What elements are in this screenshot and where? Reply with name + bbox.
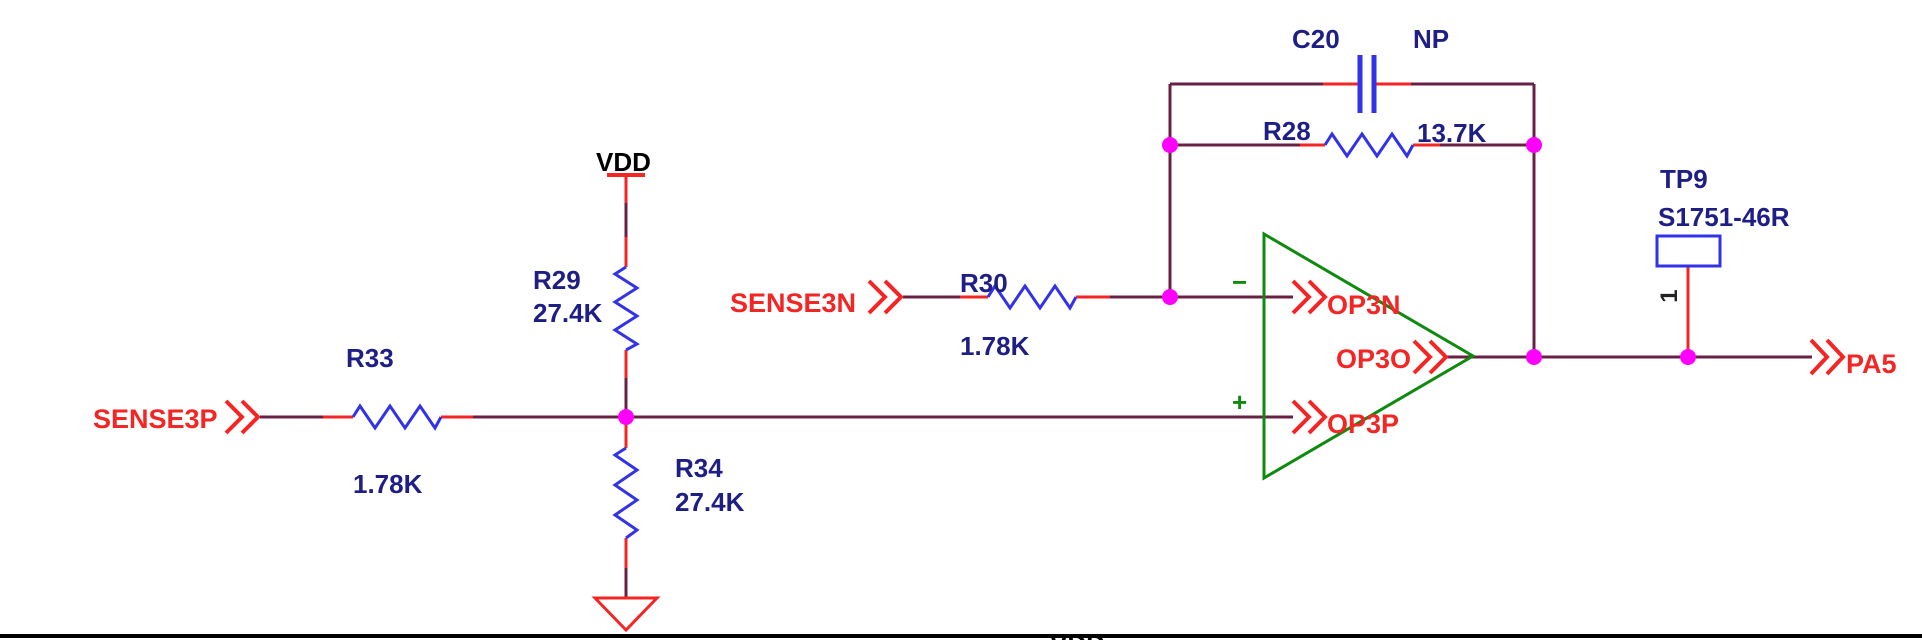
resistor-value: 13.7K — [1417, 118, 1487, 148]
port-label: SENSE3N — [730, 288, 856, 318]
resistor-R28: R28 13.7K — [1263, 116, 1487, 159]
resistor-body[interactable] — [986, 283, 1078, 311]
opamp: − + OP3N OP3P OP3O — [1232, 231, 1476, 481]
resistor-body[interactable] — [351, 403, 443, 431]
capacitor-plates[interactable] — [1357, 55, 1377, 113]
sheet-bottom: VDD — [0, 629, 1922, 640]
resistor-value: 27.4K — [533, 298, 603, 328]
resistor-value: 1.78K — [960, 331, 1030, 361]
opamp-neg-pin-chevron — [1291, 279, 1328, 315]
port-chevron[interactable] — [867, 279, 904, 315]
junction-dot — [1526, 137, 1542, 153]
opamp-out-pin-label: OP3O — [1336, 344, 1411, 374]
resistor-ref: R29 — [533, 265, 581, 295]
resistor-value: 1.78K — [353, 469, 423, 499]
resistor-ref: R34 — [675, 453, 723, 483]
junction-dot — [1680, 349, 1696, 365]
junction-dot — [1162, 289, 1178, 305]
port-label: PA5 — [1846, 349, 1897, 379]
port-chevron[interactable] — [1809, 338, 1846, 376]
capacitor-ref: C20 — [1292, 24, 1340, 54]
junction-dots — [618, 137, 1696, 425]
opamp-plus-sign: + — [1232, 387, 1247, 417]
resistor-ref: R28 — [1263, 116, 1311, 146]
opamp-minus-sign: − — [1232, 267, 1247, 297]
pin-wires — [323, 82, 1690, 568]
capacitor-value: NP — [1413, 24, 1449, 54]
testpoint-value: S1751-46R — [1658, 202, 1790, 232]
junction-dot — [1162, 137, 1178, 153]
ground-symbol — [591, 596, 661, 633]
junction-dot — [618, 409, 634, 425]
port-PA5: PA5 — [1809, 338, 1897, 379]
sheet-border-line — [0, 634, 1922, 638]
port-SENSE3P: SENSE3P — [93, 399, 261, 435]
resistor-body[interactable] — [612, 446, 640, 540]
vdd-label: VDD — [596, 147, 651, 177]
opamp-pos-pin-label: OP3P — [1327, 409, 1399, 439]
resistor-R30: R30 1.78K — [960, 268, 1078, 361]
junction-dot — [1526, 349, 1542, 365]
resistor-body[interactable] — [1323, 131, 1415, 159]
vdd-power-symbol: VDD — [596, 147, 651, 177]
opamp-neg-pin-label: OP3N — [1327, 290, 1401, 320]
resistor-value: 27.4K — [675, 487, 745, 517]
opamp-pos-pin-chevron — [1291, 399, 1328, 435]
opamp-triangle[interactable] — [1262, 231, 1476, 481]
testpoint-TP9: TP9 S1751-46R 1 — [1655, 164, 1790, 303]
net-wires — [260, 82, 1812, 598]
testpoint-pin-number: 1 — [1656, 289, 1683, 302]
ground-triangle[interactable] — [591, 596, 661, 633]
resistor-R34: R34 27.4K — [612, 446, 745, 540]
resistor-ref: R30 — [960, 268, 1008, 298]
port-label: SENSE3P — [93, 404, 218, 434]
resistor-ref: R33 — [346, 343, 394, 373]
testpoint-body[interactable] — [1655, 234, 1722, 268]
port-SENSE3N: SENSE3N — [730, 279, 904, 318]
opamp-out-pin-chevron — [1412, 339, 1449, 375]
capacitor-C20: C20 NP — [1292, 24, 1449, 113]
resistor-R29: R29 27.4K — [533, 265, 640, 352]
resistor-body[interactable] — [612, 265, 640, 352]
port-chevron[interactable] — [224, 399, 261, 435]
resistor-R33: R33 1.78K — [346, 343, 443, 499]
testpoint-ref: TP9 — [1660, 164, 1708, 194]
